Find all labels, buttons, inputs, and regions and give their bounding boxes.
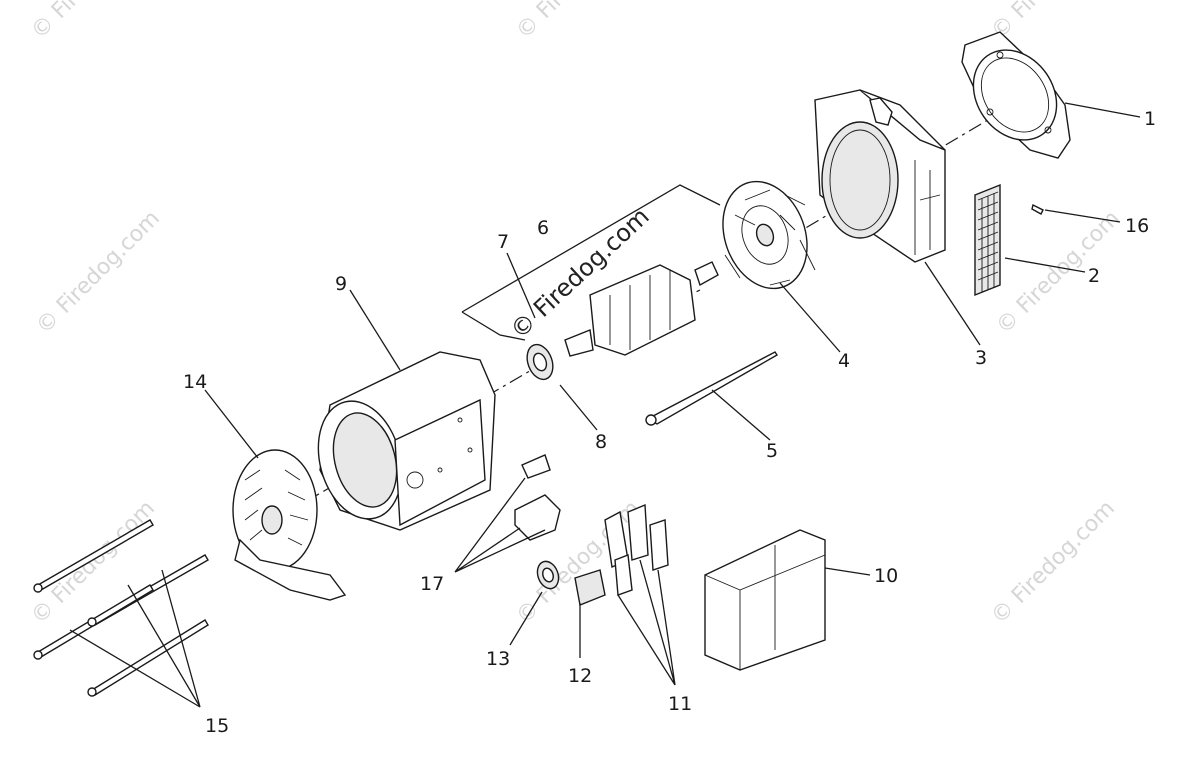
- leader-line-3: [924, 261, 981, 346]
- end-cover-plate: [961, 31, 1071, 159]
- callout-5: 5: [766, 440, 778, 462]
- capacitors: [604, 503, 669, 596]
- leader-line-14: [204, 389, 259, 459]
- callout-2: 2: [1088, 265, 1100, 287]
- watermark: © Firedog.com: [27, 0, 160, 44]
- callout-labels: 1 2 3 4 5 6 7 8 9 10 11 12 13 14 15 16 1…: [183, 108, 1156, 737]
- generator-housing-frame: [814, 89, 946, 263]
- bearing: [526, 343, 554, 381]
- watermark: © Firedog.com: [27, 496, 160, 629]
- leader-line-16: [1044, 209, 1121, 223]
- mesh-screen: [974, 183, 1001, 297]
- leader-line-11: [617, 559, 676, 686]
- end-bell: [232, 449, 347, 601]
- callout-4: 4: [838, 350, 850, 372]
- leader-line-13: [509, 591, 543, 646]
- stator-housing: [317, 351, 496, 531]
- callout-13: 13: [486, 648, 510, 670]
- leader-line-17: [454, 477, 546, 573]
- callout-17: 17: [420, 573, 444, 595]
- callout-8: 8: [595, 431, 607, 453]
- leader-line-2: [1004, 257, 1086, 273]
- leader-line-5: [711, 389, 771, 441]
- rotor-assembly: [564, 261, 719, 357]
- watermark: © Firedog.com: [987, 496, 1120, 629]
- leader-line-1: [1064, 102, 1141, 118]
- leader-line-15: [69, 569, 201, 708]
- callout-15: 15: [205, 715, 229, 737]
- callout-1: 1: [1144, 108, 1156, 130]
- small-screw: [1031, 203, 1044, 215]
- terminal-block: [574, 569, 606, 606]
- brush-holder-clips: [514, 454, 561, 541]
- callout-6: 6: [537, 217, 549, 239]
- grommet: [536, 560, 560, 590]
- callout-3: 3: [975, 347, 987, 369]
- callout-11: 11: [668, 693, 692, 715]
- callout-10: 10: [874, 565, 898, 587]
- callout-12: 12: [568, 665, 592, 687]
- callout-9: 9: [335, 273, 347, 295]
- leader-line-7: [506, 252, 536, 319]
- through-bolt: [645, 351, 778, 426]
- callout-14: 14: [183, 371, 207, 393]
- leader-lines: [69, 102, 1141, 708]
- leader-line-10: [824, 567, 871, 576]
- callout-16: 16: [1125, 215, 1149, 237]
- leader-line-8: [559, 384, 598, 431]
- watermark: © Firedog.com: [512, 0, 645, 44]
- watermark: © Firedog.com: [992, 206, 1125, 339]
- leader-line-9: [349, 289, 401, 371]
- watermark: © Firedog.com: [32, 206, 165, 339]
- callout-7: 7: [497, 231, 509, 253]
- control-box-cover: [704, 529, 826, 671]
- leader-line-4: [779, 282, 841, 353]
- tie-rods: [33, 519, 209, 697]
- cooling-fan: [722, 180, 816, 290]
- leader-line-6: [461, 184, 721, 341]
